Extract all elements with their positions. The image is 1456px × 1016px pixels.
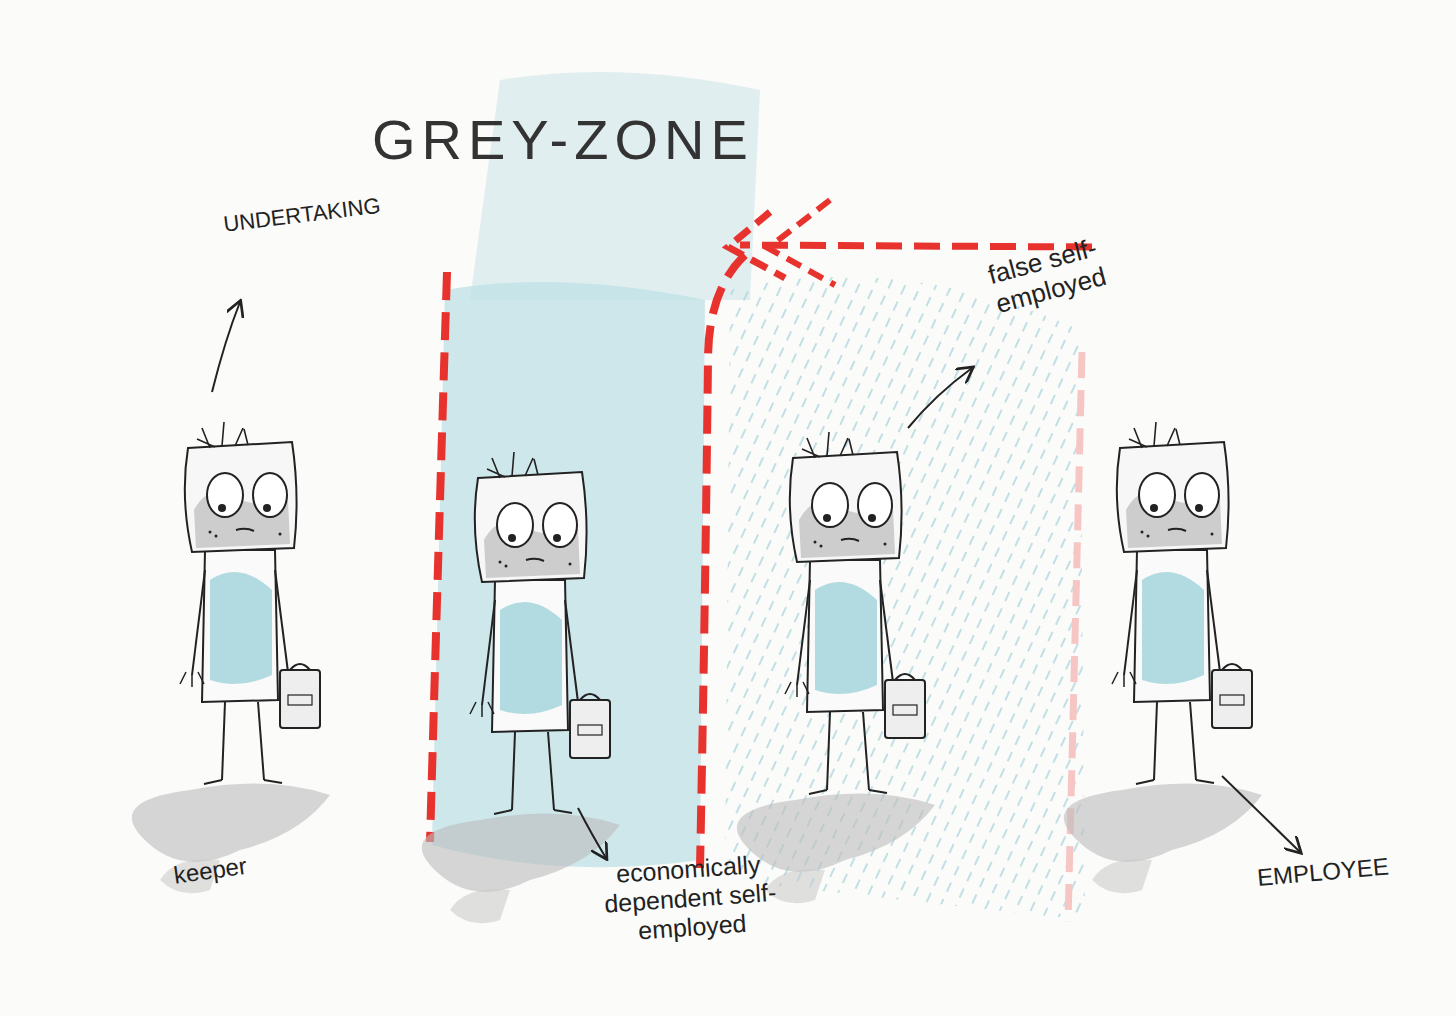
keeper-figure xyxy=(132,422,330,893)
boundary-line xyxy=(430,272,447,842)
grey-zone-wash xyxy=(470,72,760,300)
group-label: UNDERTAKING xyxy=(222,193,382,237)
hatch-wash xyxy=(725,277,1085,920)
group-label: EMPLOYEE xyxy=(1256,852,1390,891)
leader-line xyxy=(1222,776,1300,852)
leader-line xyxy=(908,368,972,428)
leader-line xyxy=(578,808,606,858)
figure-label: keeper xyxy=(172,852,249,890)
title: GREY-ZONE xyxy=(372,108,754,172)
boundary-line xyxy=(700,255,745,868)
group-label: false self-employed xyxy=(985,213,1184,320)
group-label: economically dependent self-employed xyxy=(585,848,796,948)
dependent-figure xyxy=(422,452,620,923)
false-self-employed-figure xyxy=(737,432,935,903)
employee-figure xyxy=(1064,422,1262,893)
shift-arrow-head xyxy=(728,212,785,278)
leader-line xyxy=(212,302,240,392)
shift-arrow-head xyxy=(768,200,835,285)
